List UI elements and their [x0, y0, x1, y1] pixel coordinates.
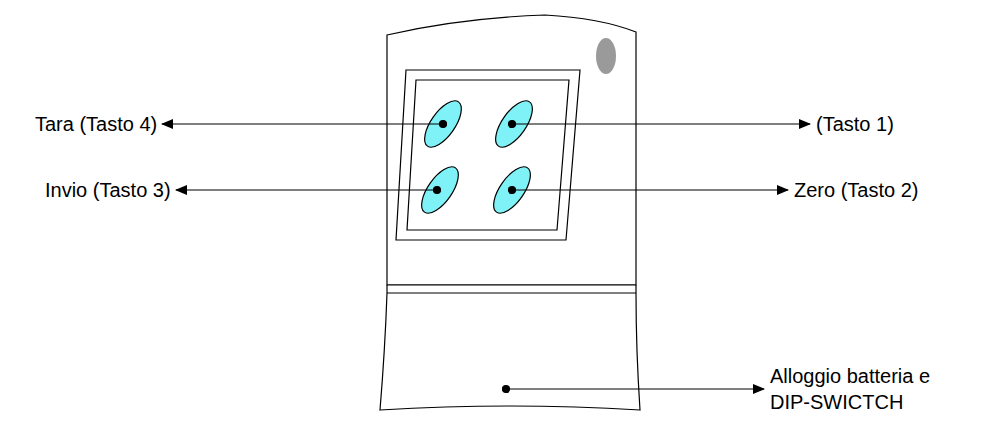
part-label: Zero (Tasto 2) — [794, 177, 918, 203]
part-label: (Tasto 1) — [816, 111, 894, 137]
housing-bottom — [380, 285, 640, 410]
led — [596, 38, 616, 74]
leader-lines — [162, 121, 810, 393]
housing-top — [387, 15, 636, 285]
keys — [415, 95, 540, 219]
part-label: Tara (Tasto 4) — [35, 111, 157, 137]
keypad-frame — [396, 70, 580, 240]
part-label: Alloggio batteria e DIP-SWICTCH — [770, 363, 970, 415]
part-label: Invio (Tasto 3) — [45, 177, 171, 203]
